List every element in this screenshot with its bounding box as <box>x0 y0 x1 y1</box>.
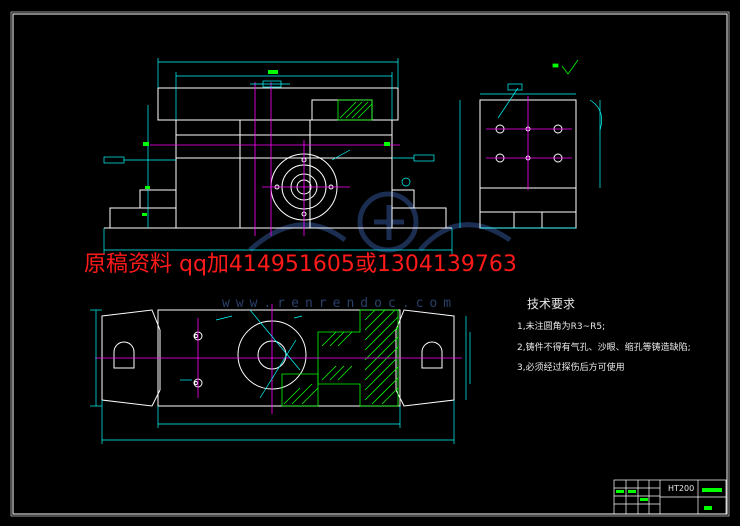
title-block <box>613 479 727 515</box>
front-view-hatch <box>337 99 373 121</box>
drawing-frame <box>10 11 730 517</box>
front-view-dimensions <box>103 58 461 254</box>
front-view-centerlines <box>150 82 400 236</box>
side-view-dimensions <box>480 83 602 229</box>
roughness-symbol <box>552 59 579 75</box>
top-view-centerlines <box>95 304 462 414</box>
side-view-centerlines <box>486 96 572 190</box>
top-view-hatch <box>281 309 399 407</box>
front-view-dim-marks <box>142 70 390 216</box>
material-label: HT200 <box>668 484 694 493</box>
tech-requirements-title: 技术要求 <box>527 297 576 311</box>
top-view-dimensions <box>90 309 471 444</box>
overlay-contact-text: 原稿资料 qq加414951605或1304139763 <box>84 252 517 277</box>
tech-requirement-item-3: 3,必须经过探伤后方可使用 <box>517 363 625 373</box>
tech-requirement-item-2: 2,铸件不得有气孔、沙眼、缩孔等铸造缺陷; <box>517 343 691 353</box>
watermark-logo <box>248 191 512 253</box>
watermark-url-text: www.renrendoc.com <box>222 296 458 311</box>
title-block-fills <box>616 488 722 510</box>
tech-requirement-item-1: 1,未注圆角为R3~R5; <box>517 322 606 332</box>
